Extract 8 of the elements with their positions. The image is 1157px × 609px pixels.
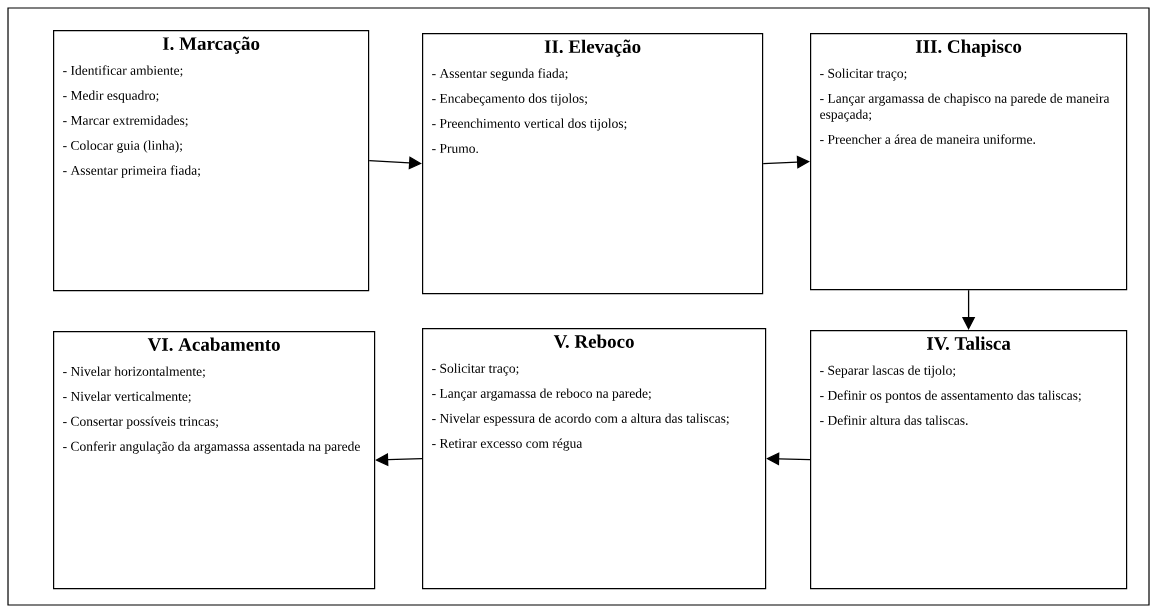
process-box: II. Elevação - Assentar segunda fiada; - Encabeçamento dos tijolos; - Preenchimento vertical dos tijolos; - Prumo. [422,33,764,295]
process-box: III. Chapisco - Solicitar traço; - Lançar argamassa de chapisco na parede de maneira espaçada; - Preencher a área de maneira uniforme. [810,33,1128,291]
process-box: IV. Talisca - Separar lascas de tijolo; - Definir os pontos de assentamento das taliscas; - Definir altura das taliscas. [810,330,1128,590]
arrow [368,156,422,170]
process-box: V. Reboco - Solicitar traço; - Lançar argamassa de reboco na parede; - Nivelar espessura de acordo com a altura das taliscas; - Retirar excesso com régua [422,328,767,590]
process-box: I. Marcação - Identificar ambiente; - Medir esquadro; - Marcar extremidades; - Colocar guia (linha); - Assentar primeira fiada; [53,30,370,292]
process-box: VI. Acabamento - Nivelar horizontalmente; - Nivelar verticalmente; - Consertar possíveis trincas; - Conferir angulação da argamassa assentada na parede [53,331,376,590]
arrow [762,155,810,169]
